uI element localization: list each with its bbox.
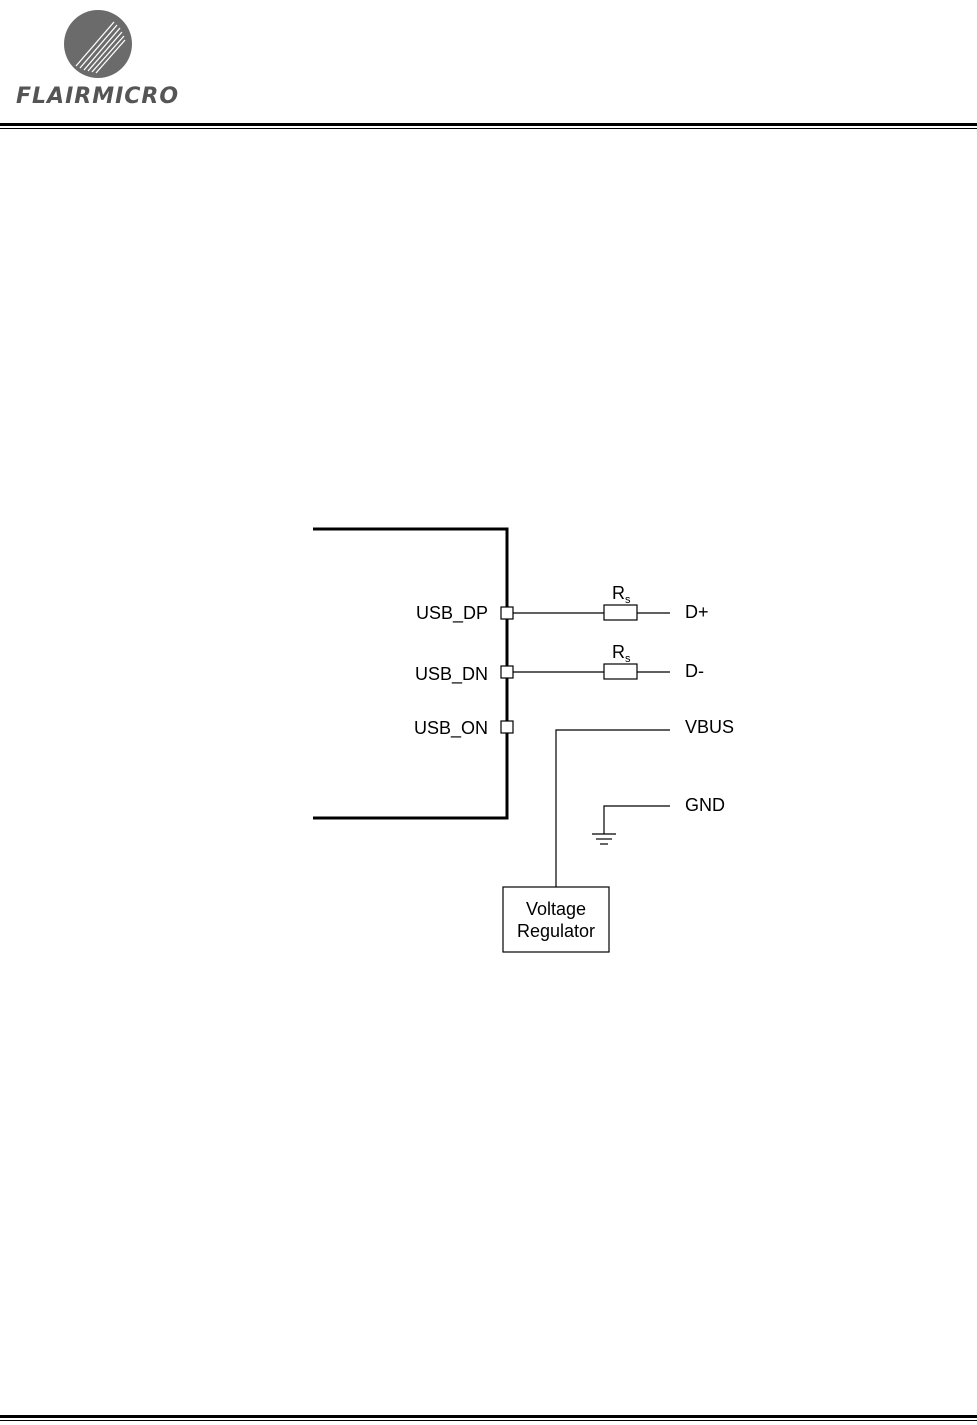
pin-usb-on <box>501 721 513 733</box>
pin-usb-dn <box>501 666 513 678</box>
footer-rule <box>0 1415 977 1421</box>
net-label-dplus: D+ <box>685 602 709 622</box>
pin-usb-dp <box>501 607 513 619</box>
gnd-wire <box>604 806 670 834</box>
net-label-dminus: D- <box>685 661 704 681</box>
dp-resistor <box>604 605 637 620</box>
vbus-wire <box>556 730 670 887</box>
pin-label-usb-dn: USB_DN <box>415 664 488 685</box>
net-label-gnd: GND <box>685 795 725 815</box>
voltage-regulator-box <box>503 887 609 952</box>
regulator-label-line1: Voltage <box>526 899 586 919</box>
regulator-label-line2: Regulator <box>517 921 595 941</box>
resistor-label-dp: Rs <box>612 583 631 606</box>
pin-label-usb-dp: USB_DP <box>416 603 488 624</box>
dn-resistor <box>604 664 637 679</box>
resistor-label-dn: Rs <box>612 642 631 665</box>
net-label-vbus: VBUS <box>685 717 734 737</box>
pin-label-usb-on: USB_ON <box>414 718 488 739</box>
